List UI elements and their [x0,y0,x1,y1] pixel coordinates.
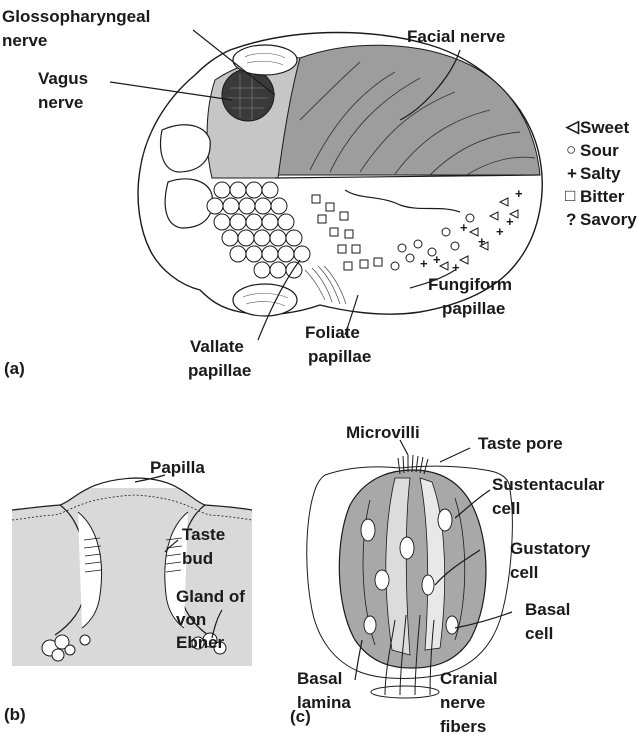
gland-label-line2: von [176,610,206,629]
svg-text:+: + [433,252,441,267]
svg-text:+: + [506,214,514,229]
facial-nerve-label: Facial nerve [407,27,505,46]
taste-bud-label-line2: bud [182,549,213,568]
gustatory-label: Gustatory [510,539,591,558]
cranial-nerve-label-line2: nerve [440,693,485,712]
sustentacular-label: Sustentacular [492,475,605,494]
legend-salty-glyph: + [567,164,577,183]
panel-c-label: (c) [290,707,311,726]
legend-savory-label: Savory [580,210,637,229]
basal-lamina-label: Basal [297,669,342,688]
legend-savory-glyph: ? [566,210,576,229]
vagus-label-line2: nerve [38,93,83,112]
svg-text:+: + [460,220,468,235]
foliate-label: Foliate [305,323,360,342]
microvilli-label: Microvilli [346,423,420,442]
vagus-label: Vagus [38,69,88,88]
legend-sour-label: Sour [580,141,619,160]
sustentacular-label-line2: cell [492,499,520,518]
fungiform-label: Fungiform [428,275,512,294]
glossopharyngeal-label: Glossopharyngeal [2,7,150,26]
facial-nerve-region [275,45,540,175]
legend-salty-label: Salty [580,164,621,183]
legend-sweet-label: Sweet [580,118,629,137]
gustatory-label-line2: cell [510,563,538,582]
svg-text:+: + [452,260,460,275]
panel-a-label: (a) [4,359,25,378]
taste-bud-diagram [307,440,513,698]
taste-bud-label: Taste [182,525,225,544]
gland-label: Gland of [176,587,245,606]
vagus-region [222,69,274,121]
basal-cell-label: Basal [525,600,570,619]
foliate-label-line2: papillae [308,347,371,366]
gland-label-line3: Ebner [176,633,225,652]
svg-text:+: + [515,186,523,201]
cranial-nerve-label: Cranial [440,669,498,688]
panel-b-label: (b) [4,705,26,724]
cranial-nerve-label-line3: fibers [440,717,486,736]
basal-cell-label-line2: cell [525,624,553,643]
papilla-label: Papilla [150,458,205,477]
svg-text:+: + [496,224,504,239]
legend-bitter-glyph: □ [565,186,575,205]
glossopharyngeal-label-line2: nerve [2,31,47,50]
taste-bud-body [339,470,486,668]
legend-sweet-glyph: ◁ [565,117,580,136]
svg-text:+: + [420,256,428,271]
taste-legend: ◁ Sweet ○ Sour + Salty □ Bitter ? Savory [565,117,637,229]
vallate-label-line2: papillae [188,361,251,380]
legend-sour-glyph: ○ [566,140,576,159]
svg-text:+: + [478,234,486,249]
taste-pore-label: Taste pore [478,434,563,453]
legend-bitter-label: Bitter [580,187,625,206]
fungiform-label-line2: papillae [442,299,505,318]
vallate-label: Vallate [190,337,244,356]
